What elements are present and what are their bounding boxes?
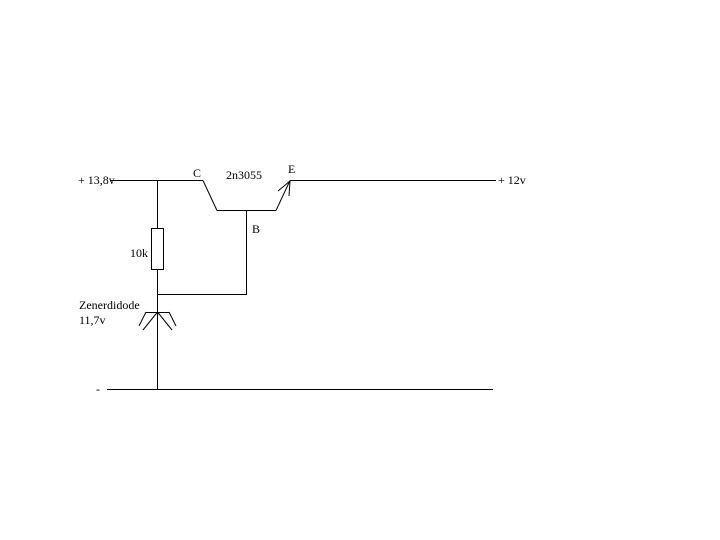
output-voltage-label: + 12v: [498, 173, 526, 187]
ground-label: -: [96, 382, 100, 396]
zener-anode-right: [157, 311, 173, 331]
resistor-label: 10k: [130, 246, 148, 260]
emitter-lead: [275, 180, 291, 211]
base-label: B: [252, 222, 260, 236]
transistor-label: 2n3055: [226, 168, 262, 182]
zener-bend-right: [168, 311, 177, 327]
emitter-label: E: [288, 162, 295, 176]
zener-voltage-label: 11,7v: [79, 313, 106, 327]
zener-bend-left: [138, 311, 147, 327]
zener-name-label: Zenerdidode: [79, 298, 140, 312]
resistor-10k: [151, 228, 164, 270]
input-voltage-label: + 13,8v: [78, 173, 115, 187]
zener-anode-left: [142, 311, 158, 331]
collector-lead: [202, 180, 218, 211]
collector-label: C: [193, 166, 201, 180]
